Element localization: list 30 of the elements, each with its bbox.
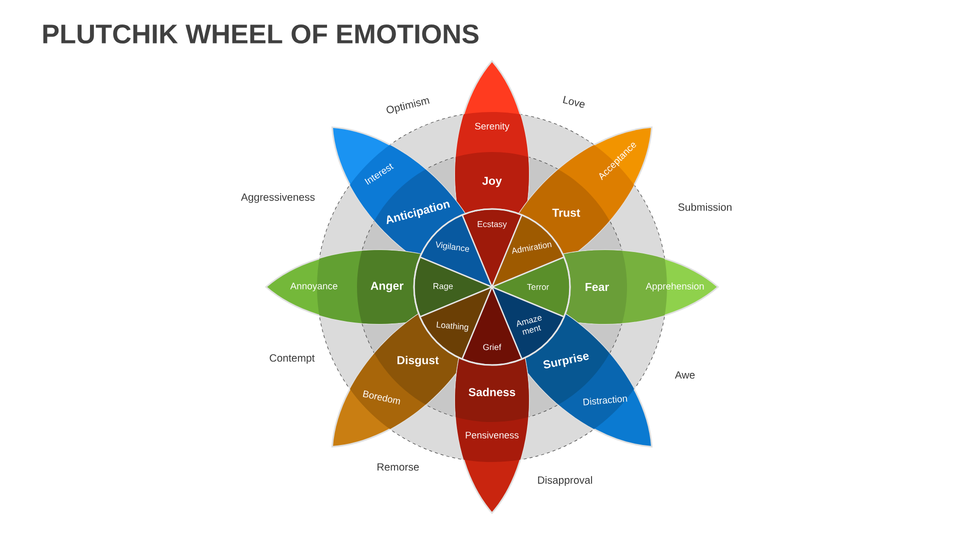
emotion-label: Vigilance: [436, 241, 470, 252]
emotion-label: Grief: [483, 344, 502, 350]
title: PLUTCHIK WHEEL OF EMOTIONS: [43, 24, 478, 44]
emotion-label: Boredom: [362, 390, 400, 404]
emotion-label: Terror: [527, 284, 549, 290]
emotion-label: Sadness: [468, 388, 516, 396]
emotion-label: Disgust: [398, 356, 439, 367]
emotion-label: Joy: [482, 176, 502, 188]
emotion-label: Apprehension: [646, 282, 704, 292]
emotion-label: Surprise: [543, 354, 589, 368]
emotion-label: Distraction: [583, 396, 628, 406]
dyad-label: Aggressiveness: [240, 193, 315, 203]
emotion-label: Rage: [434, 283, 453, 291]
dyad-label: Optimism: [386, 98, 430, 114]
dyad-label: Disapproval: [538, 476, 592, 486]
dyad-label: Awe: [674, 371, 695, 379]
emotion-label: Trust: [552, 208, 580, 217]
emotion-label: Serenity: [475, 122, 510, 132]
emotion-label: Ecstasy: [478, 221, 507, 229]
dyad-label: Love: [562, 96, 585, 108]
emotion-label: Anger: [370, 282, 404, 292]
emotion-label: Amaze ment: [516, 316, 542, 335]
dyad-label: Contempt: [270, 354, 315, 364]
emotion-label: Annoyance: [290, 282, 338, 292]
emotion-label: Pensiveness: [466, 432, 519, 438]
emotion-label: Admiration: [512, 242, 552, 254]
emotion-label: Loathing: [436, 322, 468, 332]
dyad-label: Remorse: [378, 463, 419, 471]
emotion-label: Fear: [586, 283, 609, 291]
dyad-label: Submission: [678, 203, 732, 211]
